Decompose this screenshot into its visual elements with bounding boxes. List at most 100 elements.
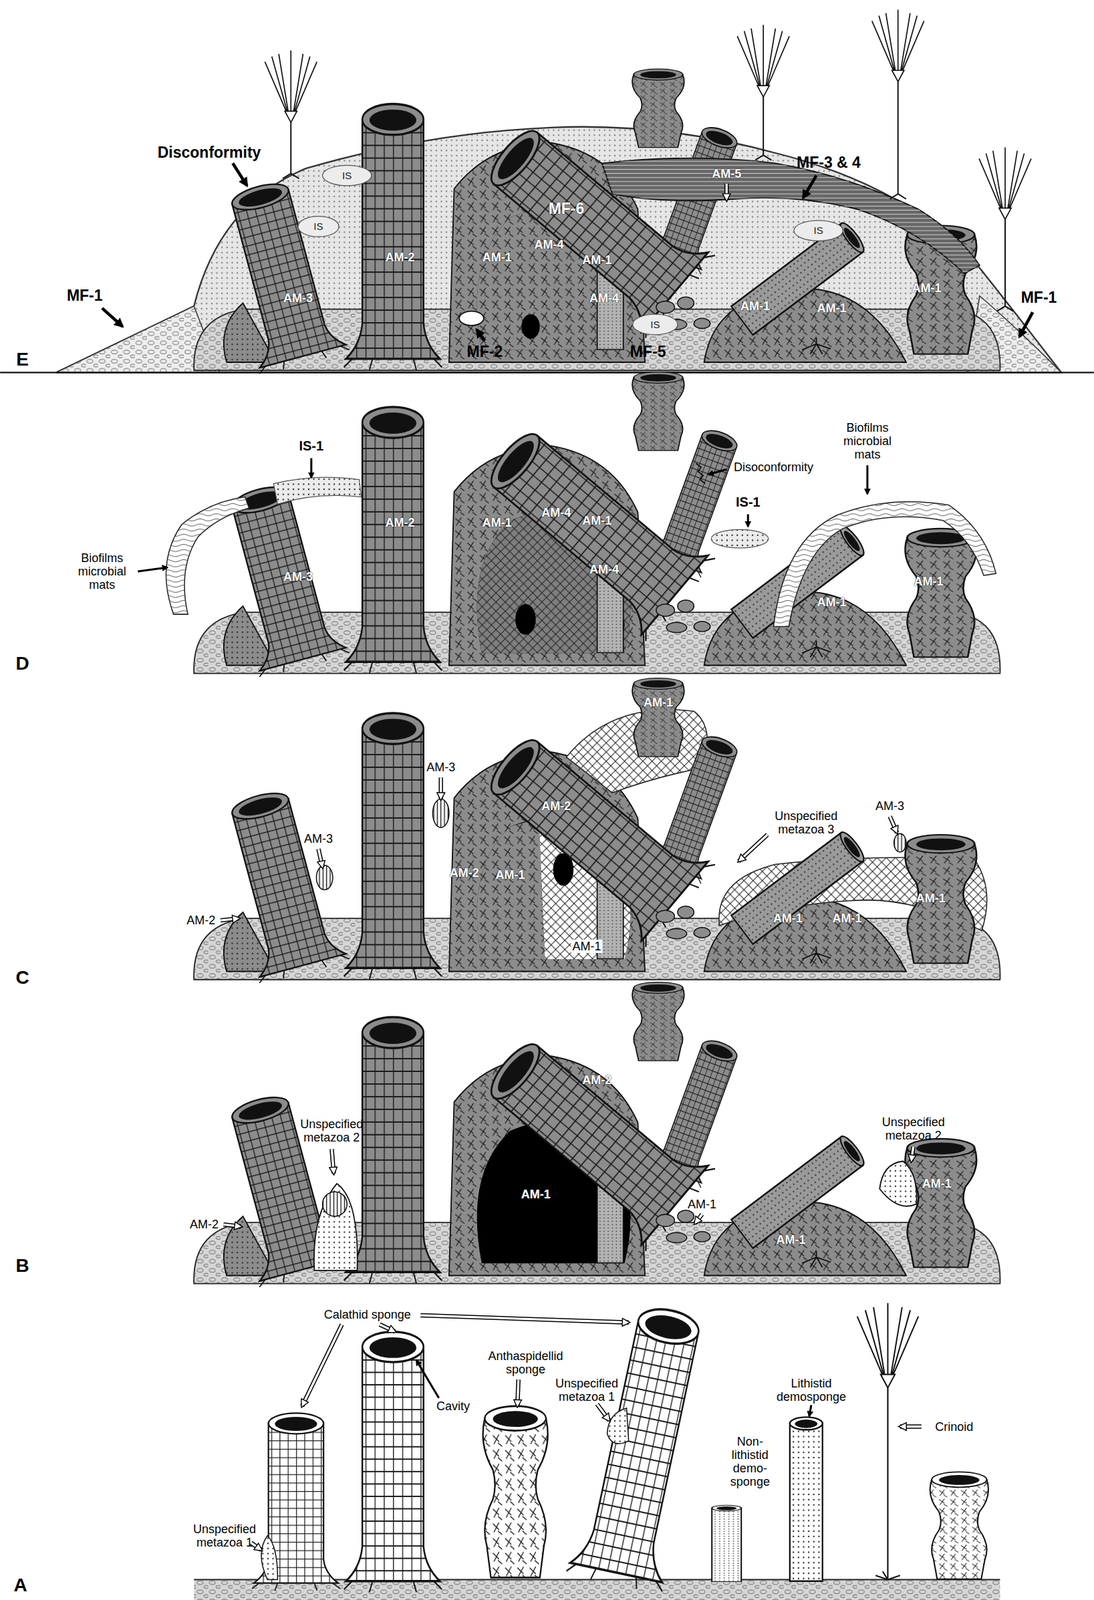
stage-a [261,1535,278,1580]
assemblage-label: AM-2 [186,913,216,927]
assemblage-label: AM-1 [495,868,526,882]
assemblage-label: AM-2 [582,1073,612,1087]
stage-b [322,1191,348,1217]
leader-arrow [318,848,323,867]
leader-arrow [739,834,768,862]
stage-d [165,497,249,615]
leader-arrow [1019,312,1033,337]
stage-b [212,982,977,1290]
leader-arrow [331,1148,334,1174]
stage-e [979,147,1032,220]
leader-arrow [318,848,323,867]
leader-arrow [310,458,313,478]
callout-label: Crinoid [934,1420,974,1434]
stage-e [264,50,317,123]
stage-a [251,1412,341,1590]
sediment-label: IS [313,221,323,233]
assemblage-label: AM-2 [189,1217,219,1232]
stage-d [212,372,977,679]
stage-a [193,1300,1000,1600]
assemblage-label: AM-3 [302,832,335,846]
leader-arrow [803,175,817,199]
sediment-label: IS [650,318,660,331]
leader-arrow [220,918,239,921]
assemblage-label: AM-4 [589,291,619,305]
stage-e [793,220,843,242]
assemblage-label: AM-1 [582,513,612,528]
panel-letter: C [15,967,29,988]
leader-arrow [102,163,1033,1550]
assemblage-label: AM-1 [521,1187,551,1201]
stage-e [602,158,980,275]
assemblage-label: AM-1 [832,911,862,925]
stage-e [872,9,925,82]
assemblage-label: AM-1 [482,515,512,530]
leader-arrow [900,1425,922,1428]
stage-c [316,865,333,891]
leader-arrow [331,1148,334,1174]
leader-arrow [251,1543,262,1551]
stage-a [261,1535,278,1580]
assemblage-label: AM-3 [875,799,905,813]
stage-a [607,1408,629,1444]
stage-a [344,1331,443,1593]
facies-label: MF-1 [66,287,103,305]
leader-arrow [695,1214,703,1224]
leader-arrow [420,1315,629,1323]
assemblage-label: AM-5 [711,167,742,181]
stage-e [459,311,484,326]
stage-e [632,314,678,335]
leader-arrow [890,815,898,833]
stage-d [773,501,996,627]
leader-arrow [739,834,768,862]
leader-arrow [890,815,898,833]
callout-label: Anthaspidellid sponge [474,1348,577,1376]
stage-c [477,817,546,960]
callout-label: Unspecified metazoa 2 [877,1115,949,1143]
assemblage-label: AM-1 [922,1176,952,1191]
leader-arrow [724,183,729,200]
assemblage-label: AM-4 [541,505,571,520]
stage-d [773,501,996,627]
stage-e [602,158,980,275]
stage-d [515,604,536,635]
callout-label: Unspecified metazoa 1 [187,1522,262,1550]
crinoid [282,122,299,179]
crinoid [997,219,1014,311]
stage-c [433,798,450,828]
stage-b [193,982,1000,1290]
assemblage-label: AM-1 [582,253,612,267]
stage-b [879,1160,917,1206]
leader-arrow [137,567,168,572]
stage-e [737,24,790,97]
surface-label: Disoconformity [733,460,814,474]
assemblage-label: AM-1 [914,574,944,589]
stage-e [298,216,339,238]
leader-arrow [517,1379,519,1407]
stage-a [566,1300,720,1595]
leader-arrow [725,183,728,200]
leader-arrow [911,1146,914,1161]
callout-label: Non- lithistid demo- sponge [720,1434,780,1489]
leader-arrow [102,163,1033,341]
leader-arrow [809,1404,812,1417]
sediment-label: IS-1 [735,494,761,510]
leader-arrow [137,458,868,1417]
stage-d [273,477,361,504]
stage-c [212,678,977,986]
callout-label: Biofilms microbial mats [70,551,134,592]
assemblage-label: AM-1 [482,250,512,264]
callout-label: Biofilms microbial mats [836,420,900,461]
stage-d [165,372,1000,679]
stage-a [711,1505,742,1582]
leader-arrow [420,1315,629,1323]
leader-arrow [476,329,485,341]
leader-arrow [379,1324,395,1332]
stage-a [789,1416,823,1581]
assemblage-label: AM-1 [775,1233,806,1247]
stage-a [930,1471,989,1579]
callout-label: Unspecified metazoa 3 [765,809,847,837]
stage-b [322,1191,348,1217]
stage-e [521,314,540,339]
leader-arrow [747,514,750,527]
